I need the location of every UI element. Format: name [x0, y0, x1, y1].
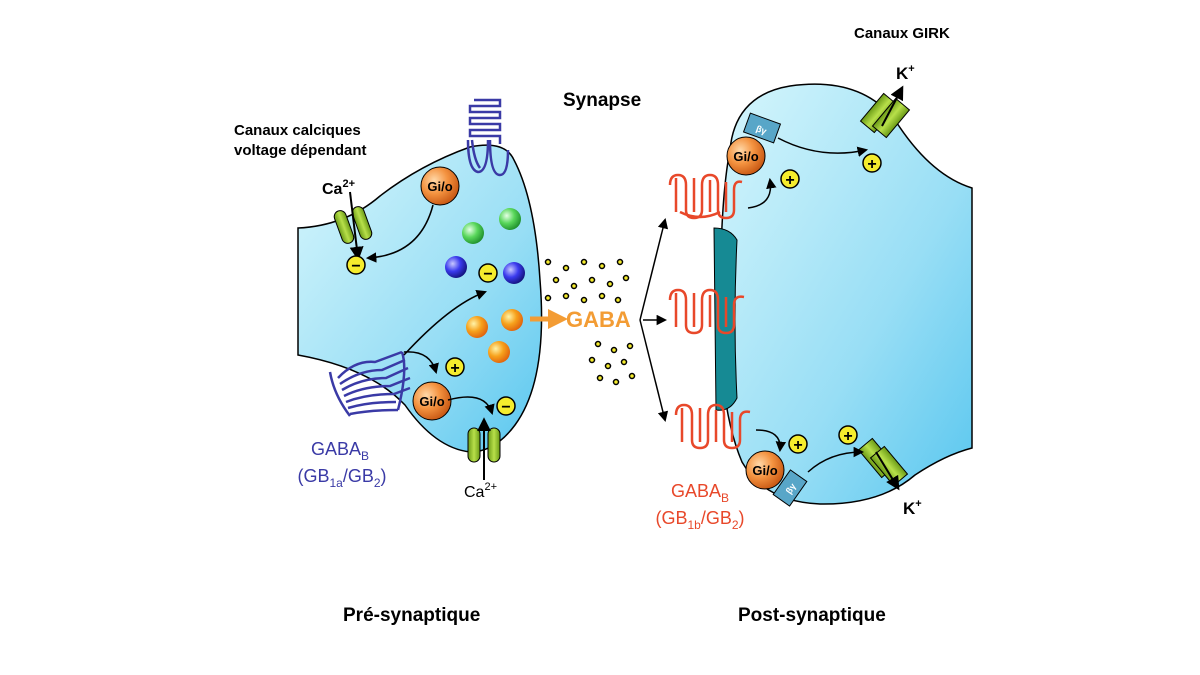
minus-sign-pre-top — [346, 255, 366, 275]
beta-gamma-subunit-top: βγ — [742, 112, 782, 144]
calcium-channel-top — [333, 191, 373, 261]
plus-sign-pre — [445, 357, 465, 377]
calcium-channel-bottom — [467, 417, 501, 480]
gio-label-pre-top: Gi/o — [427, 179, 452, 194]
vesicle-green — [462, 222, 484, 244]
gaba-molecules-top — [544, 258, 630, 304]
vesicle-orange — [488, 341, 510, 363]
plus-label: + — [843, 428, 852, 445]
plus-sign-post-top-left — [780, 169, 800, 189]
gio-protein-post-top — [726, 136, 766, 176]
postsynaptic-receptor-top — [668, 173, 743, 220]
plus-sign-post-top-right — [862, 153, 882, 173]
minus-label: − — [501, 399, 510, 416]
gio-protein-pre-top — [420, 166, 460, 206]
arrow-gio-to-minus-bottom — [447, 396, 495, 416]
arrow-gaba-to-post-bottom — [639, 319, 669, 423]
presynaptic-receptor-bottom — [328, 350, 411, 417]
receptor-post-subunits: (GB1b/GB2) — [655, 508, 744, 532]
minus-sign-pre-bottom — [496, 396, 516, 416]
presynaptic-receptor-top — [466, 98, 510, 177]
plus-label: + — [867, 156, 876, 173]
ca-label-bottom: Ca2+ — [464, 481, 497, 501]
gaba-label: GABA — [566, 307, 631, 332]
ca-label-top: Ca2+ — [322, 178, 355, 198]
plus-label: + — [793, 437, 802, 454]
gio-label-pre-bottom: Gi/o — [419, 394, 444, 409]
girk-channel-top — [859, 85, 911, 139]
svg-text:βγ: βγ — [755, 123, 768, 136]
presynaptic-title: Pré-synaptique — [343, 605, 480, 626]
arrow-gaba-to-post-top — [639, 217, 669, 321]
plus-sign-post-bottom-right — [838, 425, 858, 445]
gio-protein-pre-bottom — [412, 381, 452, 421]
arrow-receptor-to-gio — [403, 351, 439, 375]
vesicle-blue — [503, 262, 525, 284]
plus-label: + — [785, 172, 794, 189]
gio-label-post-top: Gi/o — [733, 149, 758, 164]
vgcc-label-line2: voltage dépendant — [234, 142, 367, 159]
girk-label: Canaux GIRK — [854, 25, 950, 42]
plus-sign-post-bottom-left — [788, 434, 808, 454]
synapse-title: Synapse — [563, 90, 641, 111]
vesicle-blue — [445, 256, 467, 278]
vgcc-label-line1: Canaux calciques — [234, 122, 361, 139]
receptor-pre-subunits: (GB1a/GB2) — [297, 466, 386, 490]
minus-sign-pre-middle — [478, 263, 498, 283]
receptor-pre-label: GABAB — [311, 439, 369, 463]
vesicle-orange — [501, 309, 523, 331]
gio-label-post-bottom: Gi/o — [752, 463, 777, 478]
plus-label: + — [450, 360, 459, 377]
vesicle-orange — [466, 316, 488, 338]
minus-label: − — [351, 258, 360, 275]
arrow-receptor-to-gio-post-bottom — [755, 429, 787, 453]
postsynaptic-title: Post-synaptique — [738, 605, 886, 626]
arrow-receptor-to-gio-post-top — [747, 177, 777, 209]
gaba-molecules-bottom — [588, 340, 636, 386]
k-label-bottom: K+ — [903, 498, 922, 518]
k-label-top: K+ — [896, 63, 915, 83]
beta-gamma-subunit-bottom: βγ — [772, 469, 808, 507]
gio-protein-post-bottom — [745, 450, 785, 490]
arrow-gio-to-minus-top — [365, 204, 434, 263]
receptor-post-label: GABAB — [671, 481, 729, 505]
arrow-betagamma-to-girk-top — [777, 137, 869, 157]
postsynaptic-receptor-middle — [668, 288, 745, 335]
arrow-receptor-to-vesicles — [403, 290, 487, 356]
girk-channel-bottom — [857, 437, 909, 491]
svg-text:βγ: βγ — [784, 481, 798, 495]
postsynaptic-receptor-bottom — [674, 403, 751, 450]
vesicle-green — [499, 208, 521, 230]
arrow-betagamma-to-girk-bottom — [807, 446, 865, 473]
minus-label: − — [483, 266, 492, 283]
